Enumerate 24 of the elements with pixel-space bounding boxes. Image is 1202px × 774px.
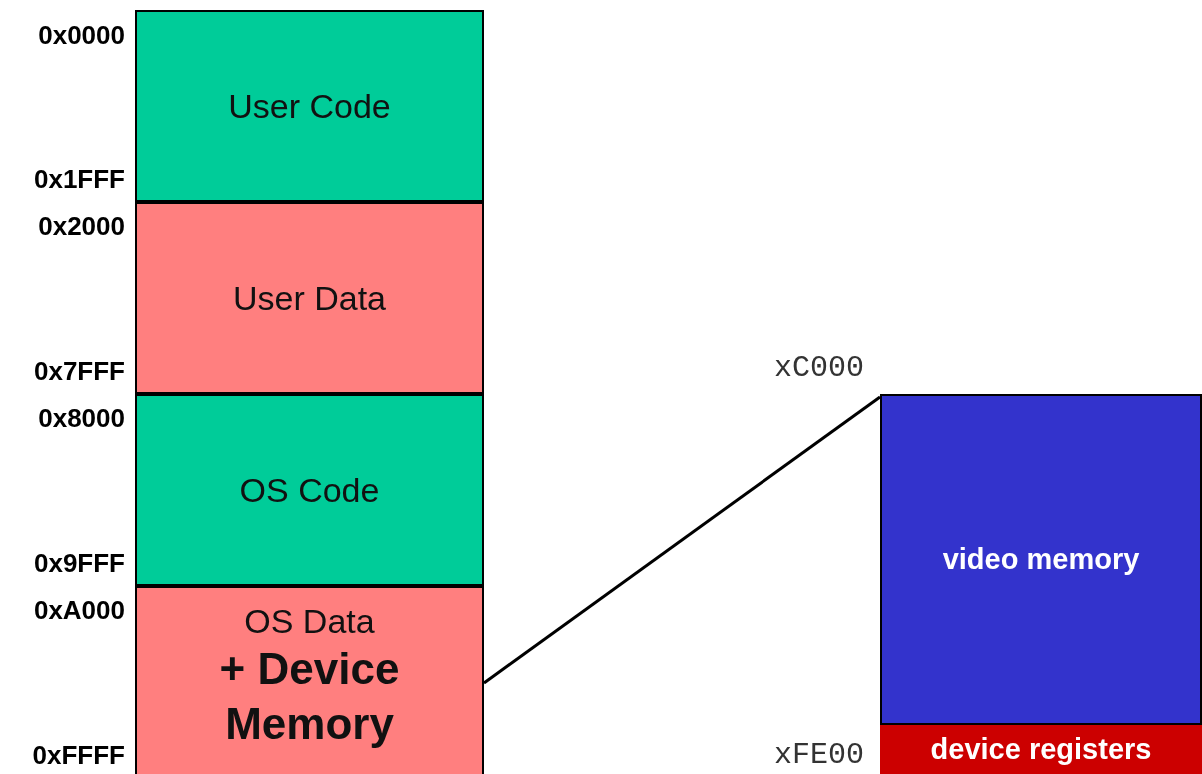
address-label: 0x8000 [38, 403, 125, 434]
address-label: 0xA000 [33, 595, 125, 626]
segment-label: device registers [930, 733, 1152, 766]
segment-label: video memory [942, 543, 1140, 576]
connector-line [483, 395, 881, 685]
memory-region [880, 394, 1202, 725]
segment-label: OS Code [239, 470, 380, 510]
memory-segment [135, 586, 484, 774]
address-label: 0x7FFF [33, 356, 125, 387]
address-label: 0x0000 [38, 20, 125, 51]
segment-label: User Code [228, 86, 391, 126]
segment-label: OS Data [244, 602, 375, 641]
address-label: xFE00 [774, 738, 864, 772]
address-label: 0x9FFF [33, 548, 125, 579]
memory-region [880, 725, 1202, 774]
address-label: 0xFFFF [32, 740, 125, 771]
memory-segment [135, 10, 484, 202]
address-label: 0x1FFF [33, 164, 125, 195]
address-label: xC000 [774, 351, 864, 385]
memory-segment [135, 202, 484, 394]
memory-segment [135, 394, 484, 586]
segment-sublabel: + Device Memory [218, 643, 401, 750]
segment-label: User Data [232, 278, 387, 318]
address-label: 0x2000 [38, 211, 125, 242]
